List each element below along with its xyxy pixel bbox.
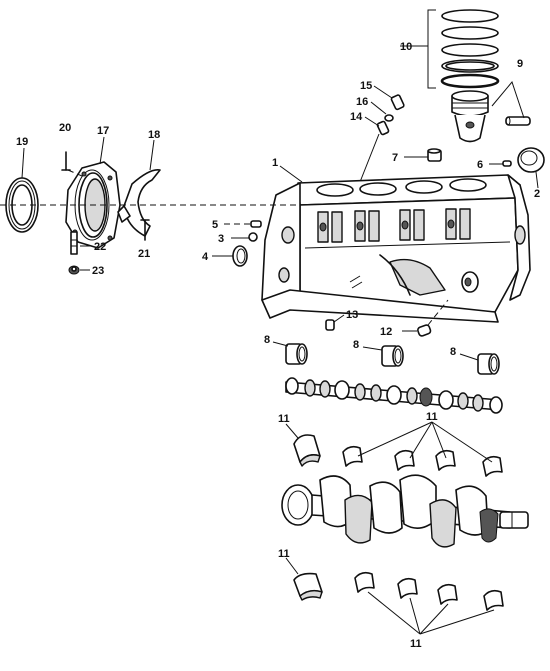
callout-11c: 11 [278, 548, 290, 560]
callout-1: 1 [272, 157, 278, 169]
freeze-plug-top [517, 147, 545, 173]
callout-16: 16 [356, 96, 368, 108]
callout-23: 23 [92, 265, 104, 277]
gasket-stud [140, 219, 150, 241]
callout-12: 12 [380, 326, 392, 338]
callout-2: 2 [534, 188, 540, 200]
piston-pin [505, 116, 531, 126]
oil-gallery-plug [417, 324, 432, 337]
callout-18: 18 [148, 129, 160, 141]
camshaft [285, 377, 503, 414]
plug-bolt [250, 220, 262, 228]
cam-bearing-middle [381, 345, 404, 367]
upper-bearing-shells [293, 434, 503, 477]
callout-8b: 8 [353, 339, 359, 351]
callout-labels: 1 2 3 4 5 6 7 8 8 8 9 10 11 11 11 11 12 … [16, 41, 540, 650]
callout-7: 7 [392, 152, 398, 164]
callout-22: 22 [94, 241, 106, 253]
callout-15: 15 [360, 80, 372, 92]
cam-bearing-left [285, 343, 308, 365]
callout-14: 14 [350, 111, 363, 123]
callout-8a: 8 [264, 334, 270, 346]
callout-11b: 11 [426, 411, 438, 423]
expansion-plug-large [232, 245, 248, 267]
callout-21: 21 [138, 248, 150, 260]
callout-11d: 11 [410, 638, 422, 650]
cam-bearing-right [477, 353, 500, 375]
expansion-plug-small [248, 232, 258, 242]
housing-bolt-bottom [70, 231, 78, 255]
callout-5: 5 [212, 219, 218, 231]
callout-6: 6 [477, 159, 483, 171]
lower-bearing-shells [293, 571, 504, 611]
callout-13: 13 [346, 309, 358, 321]
callout-20: 20 [59, 122, 71, 134]
cylinder-block [261, 174, 531, 323]
drain-plug [325, 319, 335, 331]
cup-plug [427, 148, 442, 162]
callout-11a: 11 [278, 413, 290, 425]
callout-10: 10 [400, 41, 412, 53]
dowel-pin [502, 160, 512, 167]
housing-nut [68, 265, 80, 275]
piston [451, 90, 489, 143]
piston-rings [400, 9, 500, 89]
callout-4: 4 [202, 251, 209, 263]
crankshaft [281, 474, 529, 548]
callout-17: 17 [97, 125, 109, 137]
callout-3: 3 [218, 233, 224, 245]
callout-8c: 8 [450, 346, 456, 358]
callout-19: 19 [16, 136, 28, 148]
housing-bolt-top [61, 151, 83, 177]
oil-fitting-assembly [359, 94, 405, 183]
callout-9: 9 [517, 58, 523, 70]
rear-gasket [117, 168, 161, 237]
